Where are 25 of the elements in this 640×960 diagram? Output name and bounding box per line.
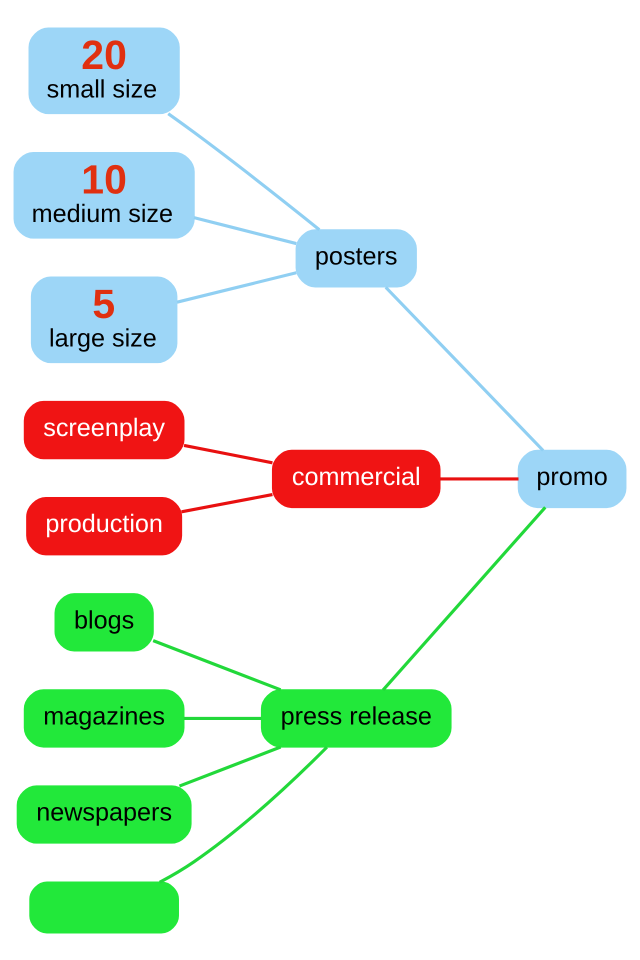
connector [181,492,273,513]
node-box: commercial [272,449,441,508]
connector [384,286,544,452]
connector [152,638,282,691]
node-box: blogs [54,592,154,651]
connector [158,746,328,884]
node-box: posters [296,228,417,287]
connector [167,112,320,230]
node-box: press release [260,688,452,748]
node-box: production [26,496,182,555]
node-box: magazines [24,688,184,748]
node-box: 5 large size [30,276,178,363]
connector [184,443,273,464]
node-box: 20 small size [28,27,180,114]
node-box: newspapers [16,784,192,844]
node-box: 10 medium size [14,151,195,238]
connector [184,716,262,720]
node-box [29,881,179,933]
connector [176,270,297,304]
connector [382,506,546,691]
node-box: promo [518,449,626,508]
connector [194,216,297,245]
node-box: screenplay [24,400,184,459]
connector [178,745,282,788]
connector [440,476,518,480]
